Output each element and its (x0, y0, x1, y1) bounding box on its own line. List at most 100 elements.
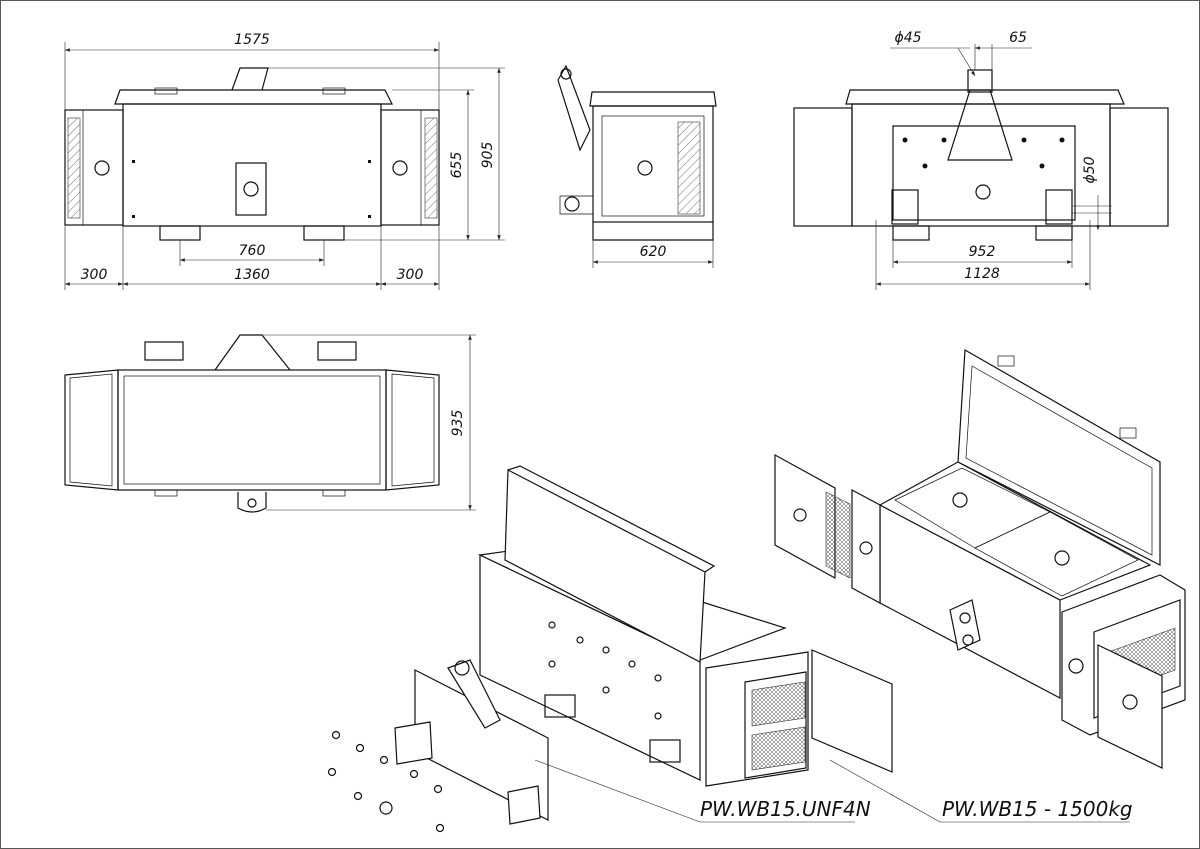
side-view (557, 64, 717, 241)
side-lid (589, 91, 717, 107)
iso-a-foot-1 (544, 694, 576, 718)
rear-foot-left (892, 225, 930, 241)
dim-1128: 1128 (964, 266, 1000, 282)
dim-655: 655 (449, 152, 465, 179)
rear-a-frame (947, 89, 1013, 161)
adapter-lower-right (507, 785, 541, 825)
iso-a-shelf-bottom (751, 726, 806, 771)
side-hitch-arm (557, 64, 591, 152)
side-hitch-pin-top (560, 68, 572, 80)
front-dimensions: 1575 905 655 760 1360 300 300 (64, 32, 505, 290)
iso-b-main-top (878, 461, 1152, 601)
dim-1575: 1575 (234, 32, 270, 48)
rear-mount-plate (892, 125, 1076, 221)
adapter-top-eye (454, 660, 470, 676)
iso-a-door (811, 649, 893, 773)
top-left-side (64, 369, 119, 491)
label-box-group: PW.WB15 - 1500kg (829, 759, 1133, 823)
top-handle-right (322, 489, 346, 497)
iso-b-lid-handle-right (1119, 427, 1137, 439)
front-knob-left (94, 160, 110, 176)
iso-a-lid-edge (507, 465, 716, 573)
iso-b-left-mesh (825, 491, 851, 579)
adapter-lower-left (394, 721, 433, 765)
dim-300-right: 300 (397, 267, 424, 283)
side-base (592, 222, 714, 241)
top-pin-right (317, 341, 357, 361)
rear-left-side-box (793, 107, 853, 227)
front-foot-right (303, 225, 345, 241)
top-view (64, 334, 440, 513)
top-pin-left (144, 341, 184, 361)
iso-main-box (774, 348, 1186, 769)
top-main-inner (123, 375, 381, 485)
dim-phi45: ϕ45 (894, 30, 921, 46)
top-right-inner (391, 373, 435, 487)
iso-a-lid (504, 469, 706, 663)
top-right-side (385, 369, 440, 491)
iso-b-left-door (774, 453, 836, 580)
front-knob-right (392, 160, 408, 176)
front-coupling-eye (243, 181, 259, 197)
rear-main-box (851, 103, 1111, 227)
front-hitch-top (231, 67, 269, 91)
dim-905: 905 (480, 142, 496, 169)
rear-view (793, 69, 1169, 241)
front-right-side-hatch (424, 117, 438, 219)
rear-center-eye (975, 184, 991, 200)
iso-b-lid (957, 348, 1161, 566)
side-knob (637, 160, 653, 176)
front-view (64, 67, 440, 241)
iso-b-lid-inner (965, 365, 1153, 556)
top-left-inner (69, 373, 113, 487)
label-model-adapter: PW.WB15.UNF4N (700, 797, 871, 821)
dim-1360: 1360 (234, 267, 270, 283)
iso-adapter-plate (327, 659, 549, 833)
top-a-frame (214, 334, 291, 371)
top-main-box (117, 369, 387, 491)
front-lid-handle-right (322, 87, 346, 95)
front-lid-handle-left (154, 87, 178, 95)
iso-a-shelf-top (751, 681, 806, 727)
rear-dimensions: ϕ45 65 ϕ50 952 1128 (875, 30, 1112, 290)
top-coupling (237, 492, 267, 513)
front-left-panel (82, 109, 124, 226)
dim-952: 952 (969, 244, 996, 260)
top-coupling-eye (247, 498, 257, 508)
front-left-side-hatch (67, 117, 81, 219)
top-handle-left (154, 489, 178, 497)
iso-adapter-box (477, 465, 893, 787)
dim-935: 935 (450, 410, 466, 437)
side-hitch-pin-bottom (564, 196, 580, 212)
front-lid (114, 89, 393, 105)
iso-a-foot-2 (649, 739, 681, 763)
rear-lower-pin-left (891, 189, 919, 225)
dim-65: 65 (1009, 30, 1027, 46)
iso-b-right-door (1097, 644, 1163, 769)
side-door (601, 115, 705, 217)
dim-300-left: 300 (81, 267, 108, 283)
label-model-box: PW.WB15 - 1500kg (942, 797, 1133, 821)
dim-620: 620 (640, 244, 667, 260)
iso-b-compartment-2 (974, 511, 1139, 597)
rear-lower-pin-right (1045, 189, 1073, 225)
front-coupling-plate (235, 162, 267, 216)
front-main-box (122, 103, 382, 227)
iso-b-lid-handle-top (997, 355, 1015, 367)
side-hitch-lower (559, 195, 594, 215)
side-hatch (677, 121, 701, 215)
rear-right-side-box (1109, 107, 1169, 227)
label-adapter-group: PW.WB15.UNF4N (534, 759, 871, 823)
iso-b-left-unit (851, 488, 881, 605)
top-dimensions: 935 (262, 334, 476, 511)
dim-760: 760 (239, 243, 266, 259)
front-right-panel (380, 109, 422, 226)
adapter-a-frame (447, 659, 501, 729)
side-dimensions: 620 (592, 240, 714, 268)
rear-foot-right (1035, 225, 1073, 241)
rear-lid (845, 89, 1125, 105)
dim-phi50: ϕ50 (1082, 156, 1098, 183)
rear-top-pin-block (967, 69, 993, 93)
front-foot-left (159, 225, 201, 241)
